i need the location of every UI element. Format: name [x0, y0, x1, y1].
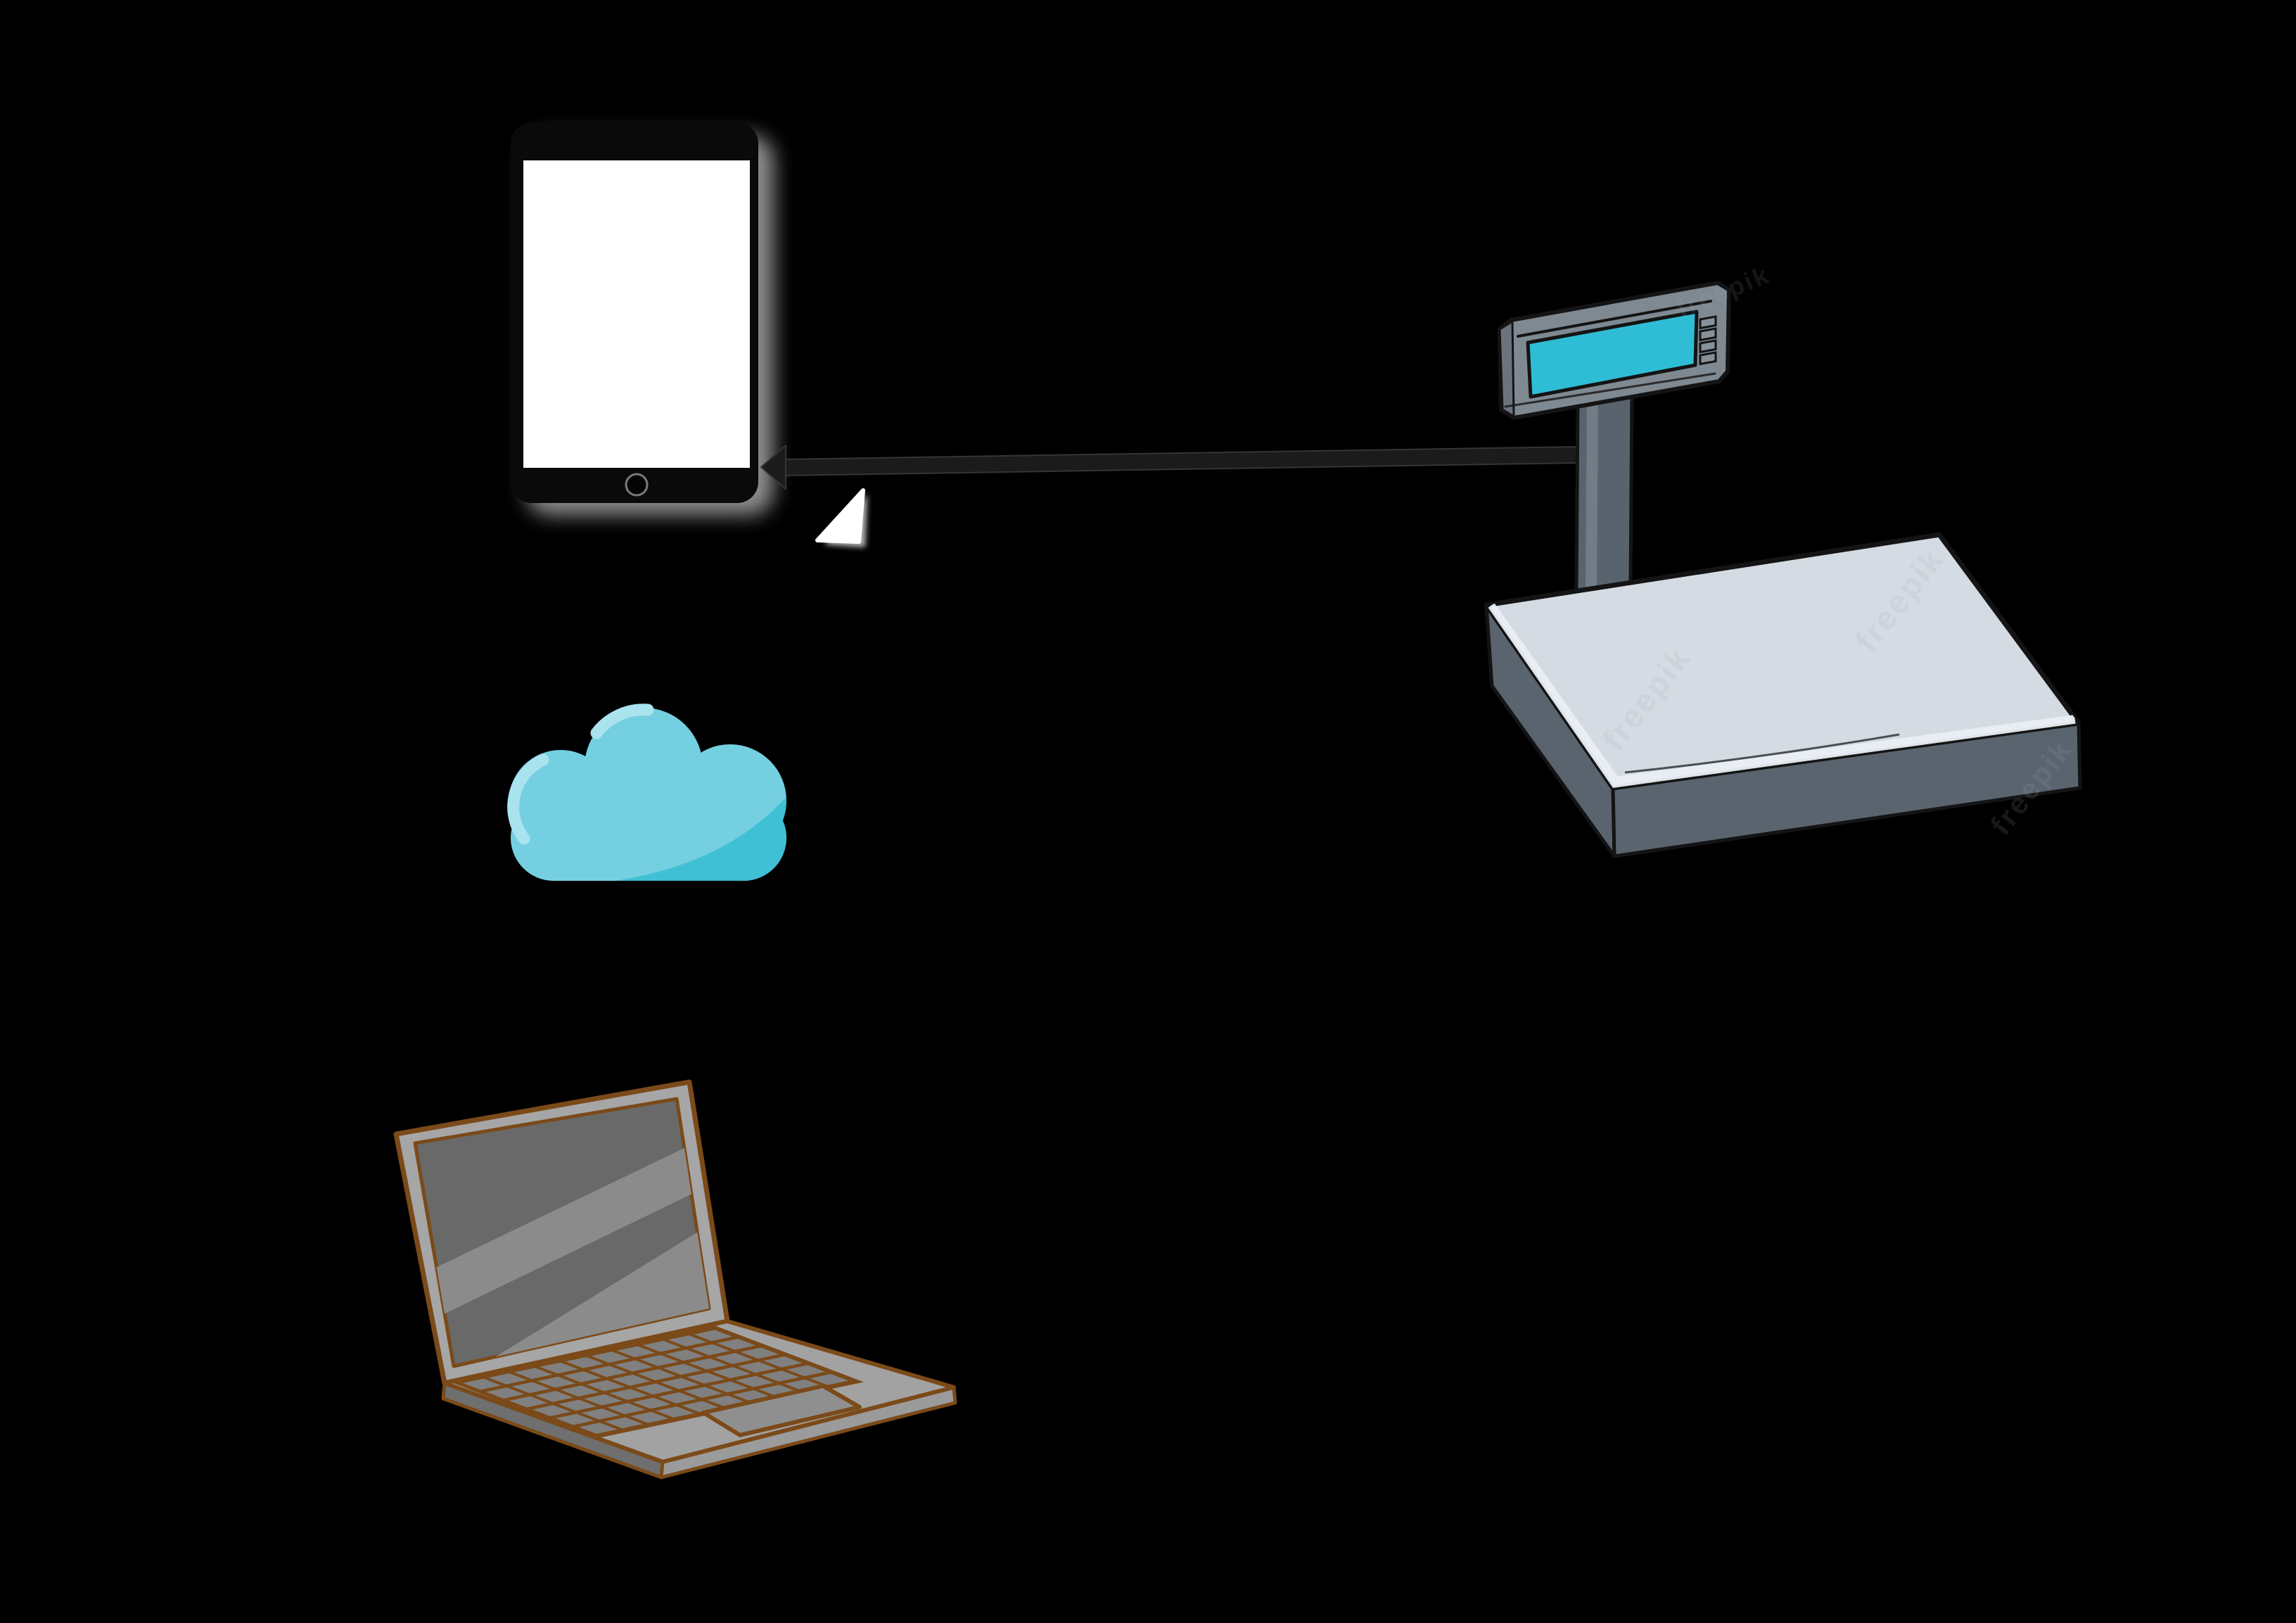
laptop-key: [609, 1389, 648, 1400]
laptop-key: [604, 1417, 643, 1429]
laptop-key: [635, 1383, 674, 1395]
laptop-key: [642, 1340, 681, 1352]
laptop-key: [740, 1347, 779, 1359]
laptop-key: [786, 1365, 825, 1377]
platform-front-crease: [1624, 733, 1900, 774]
paper-triangle-face: [815, 488, 865, 544]
laptop-key: [640, 1355, 679, 1366]
laptop-key: [663, 1363, 702, 1375]
cloud-shade: [573, 792, 786, 881]
laptop-key: [535, 1391, 573, 1402]
scale-platform: [1484, 532, 2082, 858]
laptop-key: [532, 1405, 571, 1416]
cloud-icon: [507, 704, 786, 881]
laptop-keyboard: [449, 1325, 864, 1439]
cloud-highlight-top: [590, 704, 654, 739]
laptop-key: [584, 1394, 623, 1406]
platform-top: [1484, 532, 2081, 791]
laptop-key: [630, 1411, 669, 1423]
laptop-key: [656, 1406, 694, 1418]
weighing-scale: freepik freepik freepik freepik: [1484, 260, 2082, 858]
laptop-key: [717, 1339, 755, 1350]
laptop-key: [761, 1370, 800, 1382]
laptop-key: [715, 1353, 753, 1364]
laptop-key: [735, 1375, 774, 1387]
laptop-key: [689, 1358, 727, 1370]
scale-head-bottom-crease: [1504, 372, 1716, 408]
laptop-key: [632, 1397, 671, 1409]
laptop-key: [665, 1349, 704, 1361]
laptop-key: [586, 1380, 625, 1392]
scale-display-screen: [1526, 310, 1699, 399]
paper-triangle-icon: [815, 488, 867, 547]
tablet: [511, 122, 774, 515]
laptop-key: [763, 1356, 802, 1368]
laptop-key: [668, 1335, 707, 1347]
laptop-key: [558, 1399, 597, 1411]
laptop-key: [691, 1344, 730, 1356]
laptop-touchpad: [701, 1384, 862, 1437]
scale-button: [1699, 351, 1717, 366]
laptop-key: [561, 1385, 599, 1397]
laptop-key: [637, 1369, 676, 1380]
laptop-key: [687, 1373, 725, 1384]
laptop-key: [537, 1376, 576, 1388]
tablet-home-button-icon: [625, 473, 649, 497]
laptop-key: [514, 1368, 553, 1380]
scale-pole-highlight: [1586, 393, 1598, 592]
laptop-key: [712, 1367, 751, 1379]
laptop-key: [563, 1371, 601, 1382]
laptop-key: [511, 1382, 550, 1394]
laptop-key: [694, 1330, 732, 1342]
laptop-key: [540, 1362, 578, 1374]
laptop-key: [738, 1361, 777, 1373]
laptop-key: [463, 1378, 502, 1390]
laptop-key: [486, 1387, 525, 1399]
cloud-highlight-left: [507, 753, 549, 845]
laptop-key: [488, 1373, 527, 1385]
screen-reflection-stripe: [415, 1119, 709, 1345]
scale-head-top-crease: [1517, 300, 1712, 338]
scale-button: [1699, 315, 1717, 330]
scale-head-left-face: [1498, 320, 1515, 418]
arrow-head-left-icon: [760, 445, 786, 490]
scale-button-column: [1699, 315, 1717, 366]
scale-pole: [1574, 386, 1634, 595]
laptop: [393, 1079, 957, 1479]
laptop-key: [607, 1403, 646, 1415]
laptop-key: [591, 1351, 630, 1363]
laptop-key: [581, 1408, 620, 1420]
scale-button: [1699, 339, 1717, 354]
scale-display-head: [1498, 281, 1731, 420]
platform-edge-highlight: [1486, 603, 2077, 788]
laptop-key: [617, 1346, 656, 1358]
laptop-key: [661, 1377, 699, 1389]
laptop-key: [684, 1387, 722, 1398]
scale-button: [1699, 327, 1717, 342]
laptop-key: [589, 1366, 627, 1377]
tablet-screen: [523, 160, 750, 468]
laptop-key: [556, 1413, 594, 1425]
laptop-key: [810, 1374, 848, 1385]
laptop-key: [612, 1375, 651, 1386]
laptop-key: [614, 1360, 653, 1372]
laptop-key: [579, 1422, 618, 1434]
laptop-key: [566, 1357, 604, 1368]
laptop-key: [509, 1396, 548, 1408]
laptop-key: [658, 1392, 697, 1404]
laptop-key: [710, 1381, 748, 1393]
